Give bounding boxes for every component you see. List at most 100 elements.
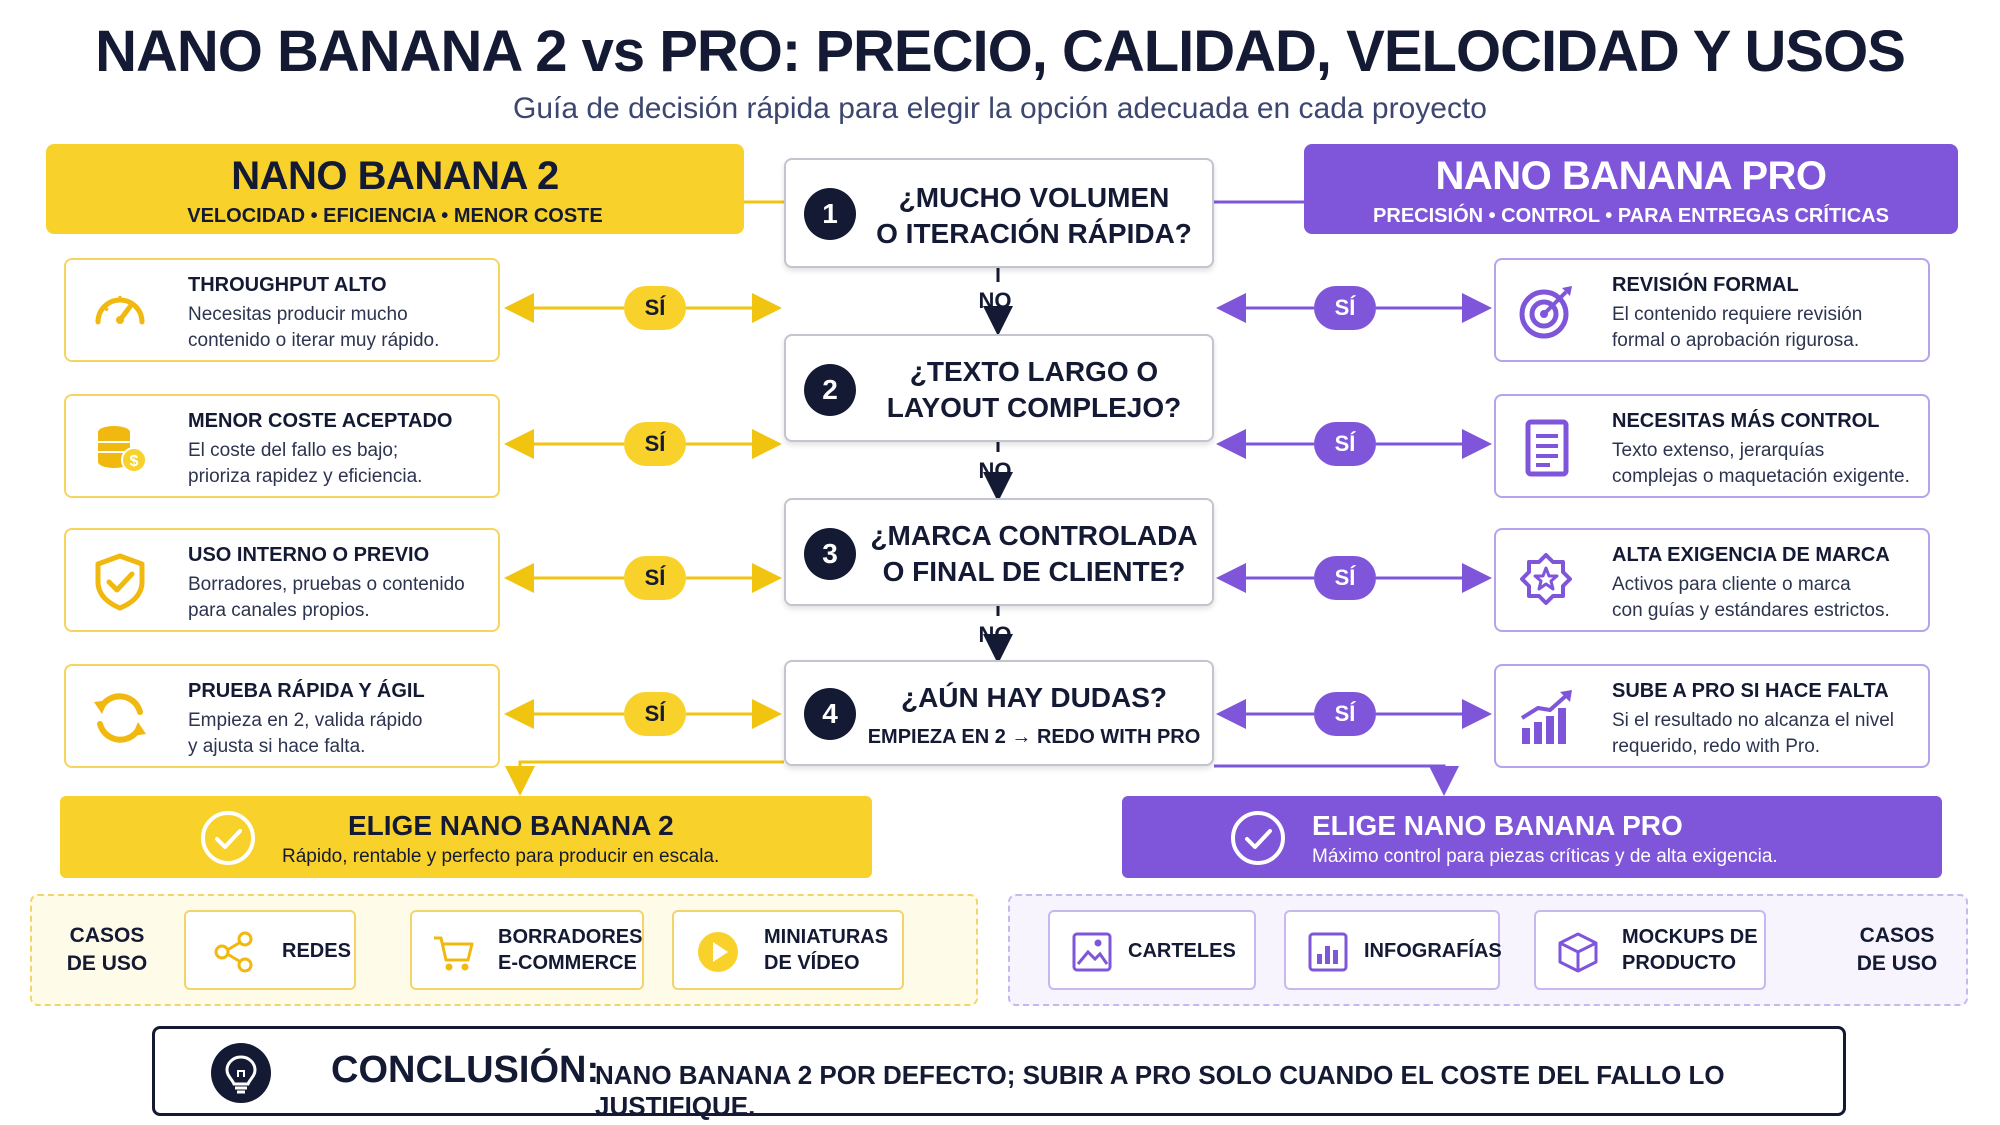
choose-title: ELIGE NANO BANANA PRO <box>1312 810 1683 841</box>
si-badge: SÍ <box>1314 556 1376 600</box>
refresh-icon <box>94 693 146 743</box>
card-title: THROUGHPUT ALTO <box>188 274 387 296</box>
choose-subtitle: Rápido, rentable y perfecto para produci… <box>282 846 720 867</box>
choose-title: ELIGE NANO BANANA 2 <box>348 810 674 841</box>
choose-nano-banana-2: ELIGE NANO BANANA 2 Rápido, rentable y p… <box>60 796 872 878</box>
card-menor-coste: $ MENOR COSTE ACEPTADO El coste del fall… <box>64 394 500 498</box>
choose-nano-banana-pro: ELIGE NANO BANANA PRO Máximo control par… <box>1122 796 1942 878</box>
check-circle-icon <box>1231 811 1285 865</box>
card-throughput-alto: THROUGHPUT ALTO Necesitas producir mucho… <box>64 258 500 362</box>
card-title: SUBE A PRO SI HACE FALTA <box>1612 680 1889 702</box>
nano-banana-2-tagline: VELOCIDAD • EFICIENCIA • MENOR COSTE <box>187 205 603 227</box>
question-1: 1 ¿MUCHO VOLUMEN O ITERACIÓN RÁPIDA? <box>784 158 1214 268</box>
question-line: ¿MARCA CONTROLADA <box>870 520 1198 551</box>
question-line: O ITERACIÓN RÁPIDA? <box>876 218 1192 249</box>
use-case-redes: REDES <box>184 910 356 990</box>
question-line: ¿MUCHO VOLUMEN <box>898 182 1170 213</box>
box-icon <box>1558 932 1598 973</box>
no-label: NO <box>978 622 1012 647</box>
image-icon <box>1072 932 1112 972</box>
use-case-carteles: CARTELES <box>1048 910 1256 990</box>
step-number: 3 <box>804 528 856 580</box>
si-badge: SÍ <box>1314 692 1376 736</box>
si-badge: SÍ <box>624 286 686 330</box>
card-description: El coste del fallo es bajo;prioriza rapi… <box>188 440 423 487</box>
page-subtitle: Guía de decisión rápida para elegir la o… <box>512 92 1487 125</box>
question-line: ¿AÚN HAY DUDAS? <box>900 682 1168 713</box>
question-line: ¿TEXTO LARGO O <box>909 356 1159 387</box>
card-title: PRUEBA RÁPIDA Y ÁGIL <box>188 680 425 702</box>
no-label: NO <box>978 458 1012 483</box>
nano-banana-2-header: NANO BANANA 2 VELOCIDAD • EFICIENCIA • M… <box>46 144 744 234</box>
growth-chart-icon <box>1520 690 1572 744</box>
card-title: REVISIÓN FORMAL <box>1612 274 1799 296</box>
question-line: LAYOUT COMPLEJO? <box>886 392 1182 423</box>
nano-banana-pro-header: NANO BANANA PRO PRECISIÓN • CONTROL • PA… <box>1304 144 1958 234</box>
use-case-label: REDES <box>282 940 351 962</box>
use-case-infografias: INFOGRAFÍAS <box>1284 910 1502 990</box>
nano-banana-pro-title: NANO BANANA PRO <box>1435 154 1827 198</box>
card-mas-control: NECESITAS MÁS CONTROL Texto extenso, jer… <box>1494 394 1930 498</box>
si-badge: SÍ <box>624 692 686 736</box>
speedometer-icon <box>95 296 145 325</box>
question-2: 2 ¿TEXTO LARGO O LAYOUT COMPLEJO? <box>784 334 1214 442</box>
step-number: 4 <box>804 688 856 740</box>
shield-check-icon <box>95 553 145 611</box>
svg-text:$: $ <box>130 453 139 470</box>
card-sube-a-pro: SUBE A PRO SI HACE FALTA Si el resultado… <box>1494 664 1930 768</box>
card-title: ALTA EXIGENCIA DE MARCA <box>1612 544 1890 566</box>
star-badge-icon <box>1520 553 1572 605</box>
card-title: MENOR COSTE ACEPTADO <box>188 410 453 432</box>
cart-icon <box>434 936 474 971</box>
card-revision-formal: REVISIÓN FORMAL El contenido requiere re… <box>1494 258 1930 362</box>
share-icon <box>214 931 253 973</box>
lightbulb-icon <box>211 1043 271 1103</box>
card-alta-exigencia: ALTA EXIGENCIA DE MARCA Activos para cli… <box>1494 528 1930 632</box>
card-prueba-rapida: PRUEBA RÁPIDA Y ÁGIL Empieza en 2, valid… <box>64 664 500 768</box>
question-hint: EMPIEZA EN 2 → REDO WITH PRO <box>867 726 1201 748</box>
si-badge: SÍ <box>624 556 686 600</box>
nano-banana-pro-tagline: PRECISIÓN • CONTROL • PARA ENTREGAS CRÍT… <box>1373 205 1889 227</box>
page-title: NANO BANANA 2 vs PRO: PRECIO, CALIDAD, V… <box>95 19 1906 84</box>
use-case-label: INFOGRAFÍAS <box>1364 940 1502 962</box>
coins-icon: $ <box>98 426 147 473</box>
question-line: O FINAL DE CLIENTE? <box>882 556 1186 587</box>
question-3: 3 ¿MARCA CONTROLADA O FINAL DE CLIENTE? <box>784 498 1214 606</box>
card-title: NECESITAS MÁS CONTROL <box>1612 410 1880 432</box>
use-case-label: CARTELES <box>1128 940 1236 962</box>
conclusion-label: CONCLUSIÓN: <box>331 1049 600 1091</box>
si-badge: SÍ <box>624 422 686 466</box>
target-icon <box>1519 286 1572 339</box>
card-title: USO INTERNO O PREVIO <box>188 544 430 566</box>
play-icon <box>698 932 738 972</box>
question-4: 4 ¿AÚN HAY DUDAS? EMPIEZA EN 2 → REDO WI… <box>784 660 1214 766</box>
bar-chart-icon <box>1308 932 1348 972</box>
choose-subtitle: Máximo control para piezas críticas y de… <box>1312 846 1778 867</box>
conclusion-box: CONCLUSIÓN: NANO BANANA 2 POR DEFECTO; S… <box>152 1026 1846 1121</box>
no-label: NO <box>978 288 1012 313</box>
document-icon <box>1525 419 1569 477</box>
si-badge: SÍ <box>1314 286 1376 330</box>
conclusion-text: NANO BANANA 2 POR DEFECTO; SUBIR A PRO S… <box>595 1060 1725 1121</box>
si-badge: SÍ <box>1314 422 1376 466</box>
check-circle-icon <box>201 811 255 865</box>
step-number: 2 <box>804 364 856 416</box>
card-uso-interno: USO INTERNO O PREVIO Borradores, pruebas… <box>64 528 500 632</box>
step-number: 1 <box>804 188 856 240</box>
